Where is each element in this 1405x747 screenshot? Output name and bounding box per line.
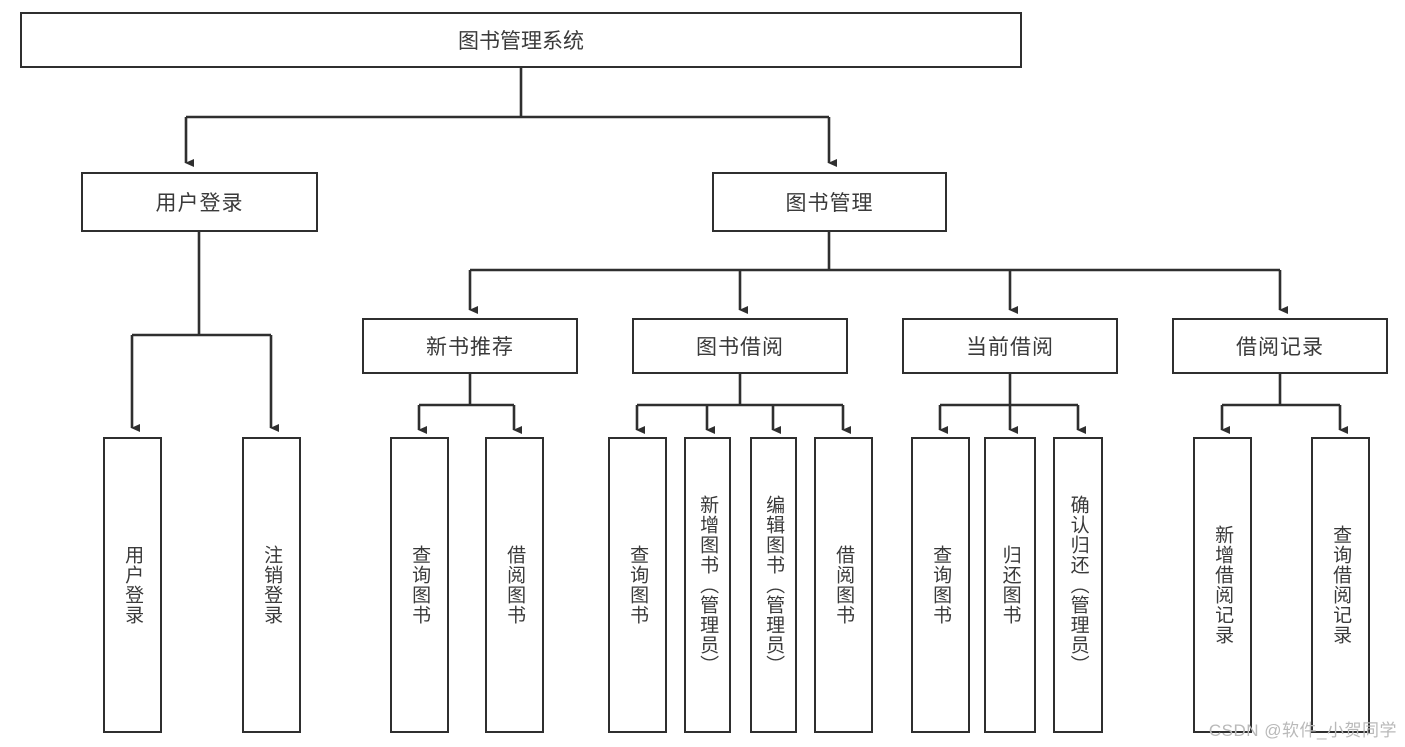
leaf-borrow-query-book[interactable]: 查询图书 — [608, 437, 667, 733]
leaf-current-return-book[interactable]: 归还图书 — [984, 437, 1036, 733]
node-label: 查询图书 — [930, 545, 952, 625]
node-label: 借阅图书 — [504, 545, 526, 625]
node-label: 查询借阅记录 — [1330, 525, 1352, 645]
node-label: 注销登录 — [261, 545, 283, 625]
node-label: 编辑图书（管理员） — [763, 495, 785, 675]
node-current-borrow[interactable]: 当前借阅 — [902, 318, 1118, 374]
node-user-login[interactable]: 用户登录 — [81, 172, 318, 232]
leaf-record-query-record[interactable]: 查询借阅记录 — [1311, 437, 1370, 733]
node-label: 新增图书（管理员） — [697, 495, 719, 675]
node-label: 借阅图书 — [833, 545, 855, 625]
leaf-recommend-borrow-book[interactable]: 借阅图书 — [485, 437, 544, 733]
node-label: 借阅记录 — [1236, 336, 1324, 359]
node-label: 图书借阅 — [696, 336, 784, 359]
leaf-current-confirm-return-admin[interactable]: 确认归还（管理员） — [1053, 437, 1103, 733]
node-label: 查询图书 — [627, 545, 649, 625]
node-label: 归还图书 — [999, 545, 1021, 625]
node-label: 查询图书 — [409, 545, 431, 625]
leaf-record-add-record[interactable]: 新增借阅记录 — [1193, 437, 1252, 733]
node-label: 图书管理系统 — [458, 30, 584, 53]
node-book-borrow[interactable]: 图书借阅 — [632, 318, 848, 374]
watermark: CSDN @软件_小贺同学 — [1208, 721, 1397, 740]
node-label: 新书推荐 — [426, 336, 514, 359]
leaf-recommend-query-book[interactable]: 查询图书 — [390, 437, 449, 733]
node-book-management[interactable]: 图书管理 — [712, 172, 947, 232]
node-root-system[interactable]: 图书管理系统 — [20, 12, 1022, 68]
node-label: 新增借阅记录 — [1212, 525, 1234, 645]
node-new-book-recommend[interactable]: 新书推荐 — [362, 318, 578, 374]
leaf-user-logout[interactable]: 注销登录 — [242, 437, 301, 733]
leaf-borrow-edit-book-admin[interactable]: 编辑图书（管理员） — [750, 437, 797, 733]
leaf-current-query-book[interactable]: 查询图书 — [911, 437, 970, 733]
leaf-user-login[interactable]: 用户登录 — [103, 437, 162, 733]
node-borrow-record[interactable]: 借阅记录 — [1172, 318, 1388, 374]
node-label: 图书管理 — [785, 192, 874, 215]
node-label: 当前借阅 — [966, 336, 1054, 359]
leaf-borrow-add-book-admin[interactable]: 新增图书（管理员） — [684, 437, 731, 733]
node-label: 用户登录 — [155, 192, 244, 215]
leaf-borrow-borrow-book[interactable]: 借阅图书 — [814, 437, 873, 733]
node-label: 确认归还（管理员） — [1067, 495, 1089, 675]
node-label: 用户登录 — [122, 545, 144, 625]
